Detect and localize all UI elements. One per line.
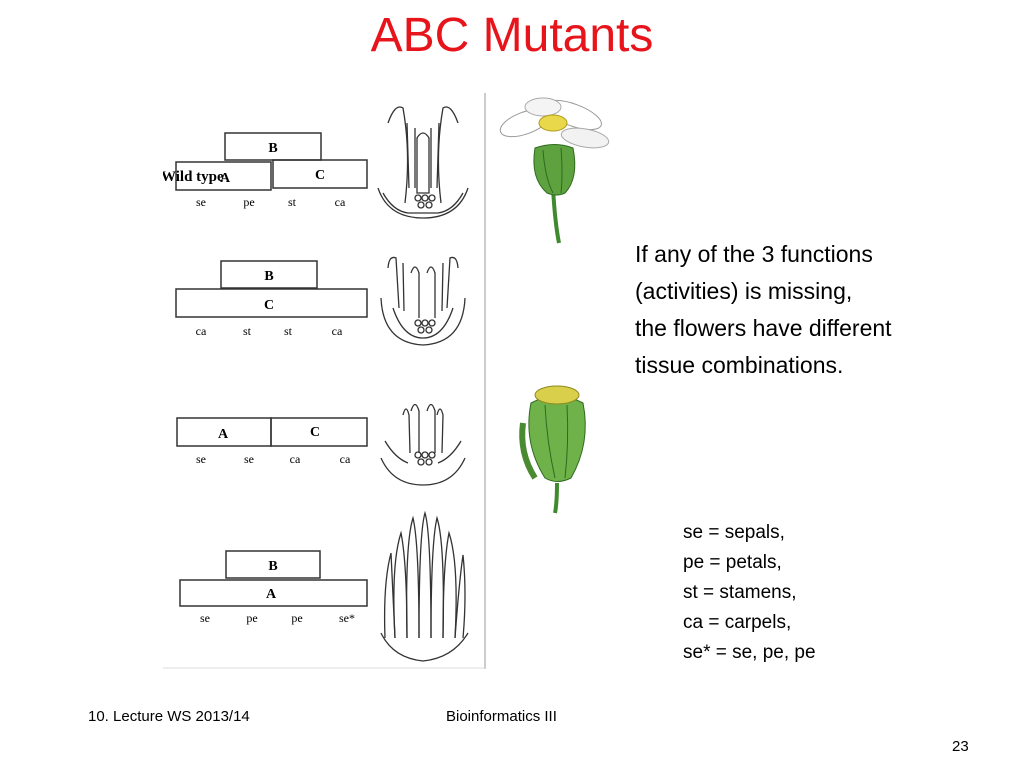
- row-wild-type: B A C se pe st ca Wild type: [163, 106, 469, 219]
- whorl-label: st: [284, 324, 293, 338]
- legend-line: se = sepals,: [683, 522, 785, 543]
- box-c: [272, 159, 368, 189]
- box-b: [225, 550, 321, 579]
- box-a-label: A: [220, 171, 231, 186]
- box-a: [179, 579, 368, 607]
- legend-line: st = stamens,: [683, 582, 797, 603]
- whorl-label: ca: [290, 452, 301, 466]
- whorl-label: pe: [243, 195, 254, 209]
- row-a-mutant: B C ca st st ca A −: [175, 256, 466, 346]
- whorl-label: ca: [340, 452, 351, 466]
- abbreviation-legend: se = sepals, pe = petals, st = stamens, …: [683, 518, 816, 668]
- box-b-label: B: [268, 559, 277, 574]
- whorl-label: pe: [246, 611, 257, 625]
- flower-sketch-b-mutant: [380, 403, 466, 486]
- box-c-label: C: [310, 425, 320, 440]
- row-b-mutant: A C se se ca ca B −: [176, 403, 466, 486]
- explanation-line: tissue combinations.: [635, 352, 844, 378]
- box-b-label: B: [268, 141, 277, 156]
- flower-illustrations: [495, 93, 620, 533]
- box-a-label: A: [218, 427, 229, 442]
- row-label-wild-type: Wild type: [163, 169, 224, 185]
- box-c-label: C: [315, 168, 325, 183]
- whorl-label: se: [196, 452, 206, 466]
- mutant-flower-image: [519, 385, 586, 514]
- box-b: [220, 260, 318, 289]
- whorl-label: se: [244, 452, 254, 466]
- explanation-line: (activities) is missing,: [635, 278, 853, 304]
- explanation-line: the flowers have different: [635, 315, 892, 341]
- flower-sketch-wild-type: [377, 106, 469, 219]
- whorl-label: se: [200, 611, 210, 625]
- box-c-label: C: [264, 298, 274, 313]
- legend-line: ca = carpels,: [683, 612, 792, 633]
- explanation-line: If any of the 3 functions: [635, 241, 873, 267]
- whorl-label: ca: [335, 195, 346, 209]
- whorl-label: st: [288, 195, 297, 209]
- footer-course: Bioinformatics III: [446, 708, 557, 725]
- flower-sketch-c-mutant: [380, 510, 469, 662]
- box-c: [270, 417, 368, 447]
- flower-sketch-a-mutant: [380, 256, 466, 346]
- wild-type-flower-image: [499, 97, 610, 244]
- box-c: [175, 288, 368, 318]
- legend-line: pe = petals,: [683, 552, 782, 573]
- legend-line: se* = se, pe, pe: [683, 642, 816, 663]
- whorl-label: se: [196, 195, 206, 209]
- row-c-mutant: B A se pe pe se* C −: [179, 510, 469, 662]
- footer-lecture: 10. Lecture WS 2013/14: [88, 708, 250, 725]
- whorl-label: pe: [291, 611, 302, 625]
- explanation-text: If any of the 3 functions (activities) i…: [635, 236, 892, 384]
- whorl-label: se*: [339, 611, 355, 625]
- box-b-label: B: [264, 269, 273, 284]
- abc-model-figure: B A C se pe st ca Wild type: [163, 93, 488, 669]
- box-a: [175, 161, 272, 191]
- page-number: 23: [952, 738, 969, 755]
- box-a-label: A: [266, 587, 277, 602]
- whorl-label: st: [243, 324, 252, 338]
- slide-title: ABC Mutants: [370, 9, 654, 62]
- whorl-label: ca: [196, 324, 207, 338]
- whorl-label: ca: [332, 324, 343, 338]
